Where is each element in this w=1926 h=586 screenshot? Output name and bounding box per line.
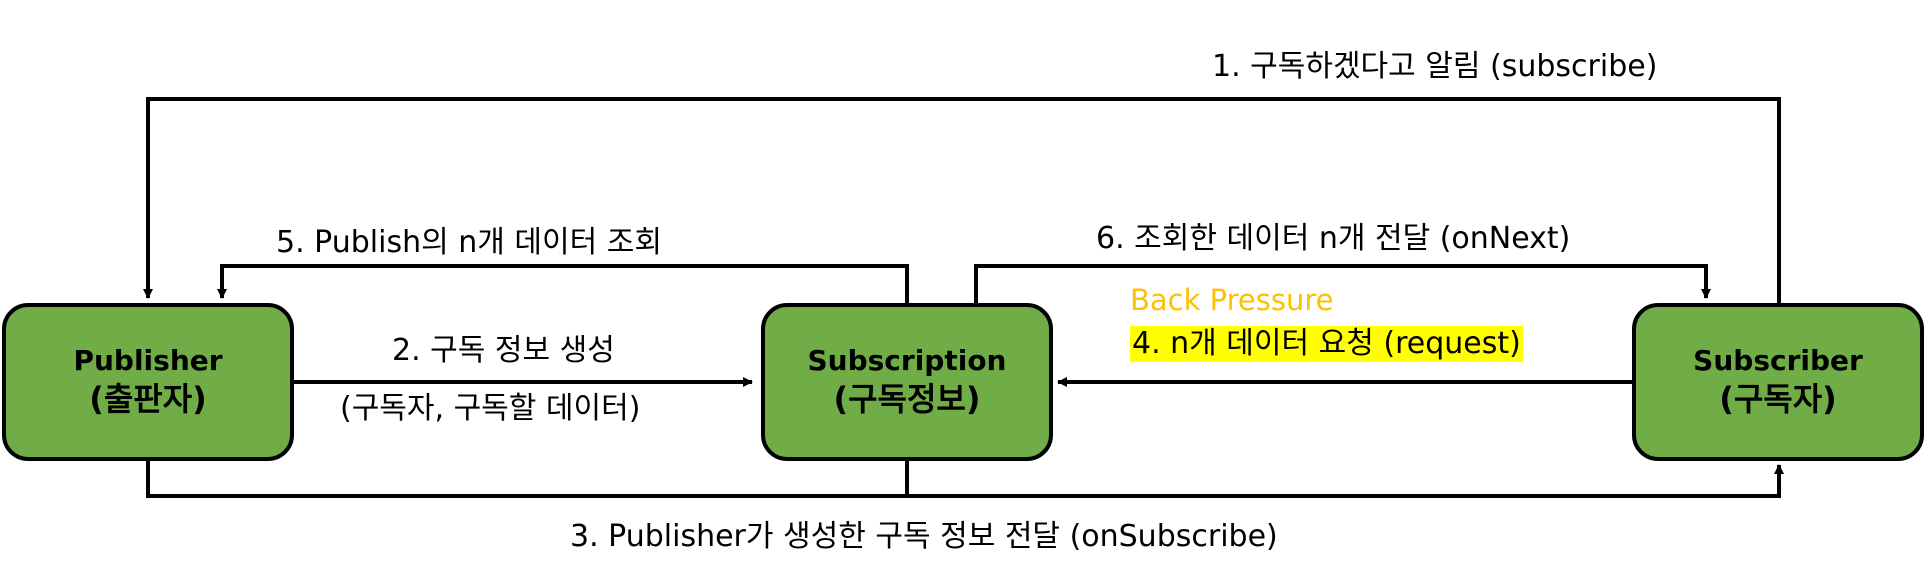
publisher-subtitle: (출판자): [89, 380, 207, 419]
edge-on-next: [974, 264, 1711, 303]
edge-label-step6: 6. 조회한 데이터 n개 전달 (onNext): [1096, 221, 1571, 256]
subscription-subtitle: (구독정보): [833, 380, 981, 419]
edge-label-step2-sub: (구독자, 구독할 데이터): [340, 391, 641, 426]
subscriber-node: Subscriber (구독자): [1632, 303, 1924, 461]
publisher-node: Publisher (출판자): [2, 303, 294, 461]
edge-label-step3: 3. Publisher가 생성한 구독 정보 전달 (onSubscribe): [570, 519, 1278, 554]
edge-label-step1: 1. 구독하겠다고 알림 (subscribe): [1212, 49, 1658, 84]
edge-on-subscribe: [146, 461, 1784, 498]
edge-label-step2: 2. 구독 정보 생성: [392, 333, 615, 368]
subscriber-title: Subscriber: [1693, 344, 1863, 377]
edge-label-step5: 5. Publish의 n개 데이터 조회: [276, 225, 662, 260]
subscription-title: Subscription: [807, 344, 1007, 377]
edge-subscribe: [143, 97, 1781, 303]
subscriber-subtitle: (구독자): [1719, 380, 1837, 419]
edge-data-query: [217, 264, 909, 303]
subscription-node: Subscription (구독정보): [761, 303, 1053, 461]
publisher-title: Publisher: [73, 344, 223, 377]
back-pressure-label: Back Pressure: [1130, 283, 1334, 317]
edge-label-step4: 4. n개 데이터 요청 (request): [1130, 326, 1523, 362]
